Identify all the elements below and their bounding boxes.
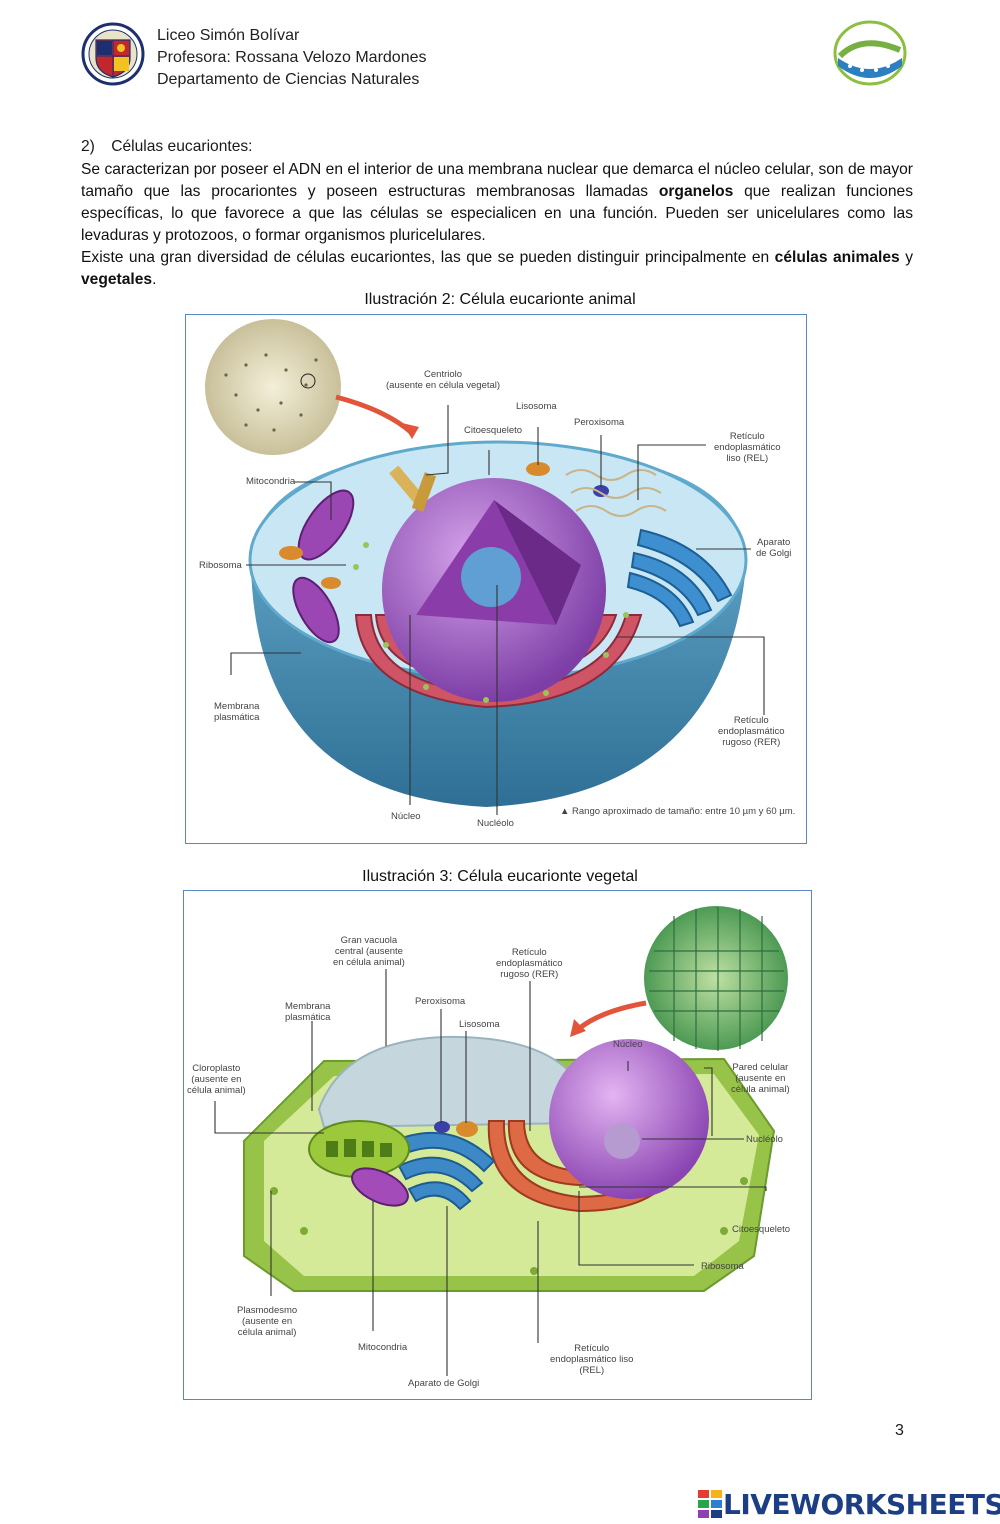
liveworksheets-text: LIVEWORKSHEETS: [723, 1487, 1000, 1521]
label-peroxisoma: Peroxisoma: [415, 996, 466, 1007]
figure2-caption: Ilustración 2: Célula eucarionte animal: [364, 291, 636, 308]
rel-mesh: [565, 469, 667, 517]
p2-bold-animales: células animales: [774, 249, 900, 266]
label-citoesqueleto: Citoesqueleto: [464, 425, 523, 436]
figure3-caption: Ilustración 3: Célula eucarionte vegetal: [362, 868, 638, 885]
peroxisome-shape: [434, 1121, 450, 1133]
lysosome-shape: [456, 1121, 478, 1137]
label-nucleo: Núcleo: [613, 1039, 643, 1050]
label-mitocondria: Mitocondria: [246, 476, 296, 487]
certification-seal-logo: [832, 20, 908, 86]
p1-text-b: que realizan funciones específicas, lo q…: [81, 183, 913, 244]
liveworksheets-watermark: LIVEWORKSHEETS: [697, 1486, 1000, 1522]
p1-text-a: Se caracterizan por poseer el ADN en el …: [81, 161, 913, 200]
nucleolus-shape: [604, 1123, 640, 1159]
mitochondrion-shape: [351, 1167, 409, 1207]
p2-text-end: .: [152, 271, 157, 288]
page-number: 3: [895, 1422, 904, 1439]
nucleolus-shape: [461, 547, 521, 607]
leaf-micrograph: [644, 906, 788, 1050]
p2-text-a: Existe una gran diversidad de células eu…: [81, 249, 775, 266]
nucleus-shape: [549, 1039, 709, 1199]
teacher-name: Profesora: Rossana Velozo Mardones: [157, 49, 427, 66]
label-lisosoma: Lisosoma: [516, 401, 557, 412]
peroxisome-shape: [593, 485, 609, 497]
section-number: 2): [81, 138, 95, 155]
mitochondrion-2: [292, 576, 340, 644]
p1-bold-organelos: organelos: [658, 183, 734, 200]
mitochondrion-1: [297, 489, 355, 561]
label-nucleo: Núcleo: [391, 811, 421, 822]
label-golgi: Aparato de Golgi: [408, 1378, 480, 1389]
label-centriolo: Centriolo(ausente en célula vegetal): [386, 369, 501, 391]
animal-cell-figure: Centriolo(ausente en célula vegetal) Lis…: [185, 314, 807, 844]
liveworksheets-logo-icon: [698, 1490, 722, 1518]
lysosome-shape: [526, 462, 550, 476]
department-name: Departamento de Ciencias Naturales: [157, 71, 420, 88]
label-nucleolo: Nucléolo: [477, 818, 514, 829]
p2-bold-vegetales: vegetales: [81, 271, 153, 288]
label-ribosoma: Ribosoma: [701, 1261, 744, 1272]
label-citoesqueleto: Citoesqueleto: [732, 1224, 791, 1235]
section-heading: 2) Células eucariontes:: [81, 138, 253, 156]
label-size-range: ▲ Rango aproximado de tamaño: entre 10 µ…: [560, 806, 796, 817]
tissue-micrograph: [205, 319, 341, 455]
animal-cell-illustration: [205, 319, 765, 815]
label-mitocondria: Mitocondria: [358, 1342, 408, 1353]
golgi-shape: [387, 1132, 496, 1211]
plant-cell-illustration: [214, 906, 788, 1376]
certification-seal-icon: [833, 20, 907, 86]
label-lisosoma: Lisosoma: [459, 1019, 500, 1030]
label-nucleolo: Nucléolo: [746, 1134, 783, 1145]
school-crest-logo: [80, 22, 146, 86]
paragraph-1: Se caracterizan por poseer el ADN en el …: [81, 159, 913, 247]
vacuole-shape: [317, 1035, 586, 1129]
p2-text-mid: y: [899, 249, 913, 266]
paragraph-2: Existe una gran diversidad de células eu…: [81, 247, 913, 291]
school-name: Liceo Simón Bolívar: [157, 27, 300, 44]
golgi-shape: [626, 528, 733, 628]
school-crest-icon: [81, 22, 145, 86]
section-title: Células eucariontes:: [111, 138, 253, 155]
label-ribosoma: Ribosoma: [199, 560, 242, 571]
label-peroxisoma: Peroxisoma: [574, 417, 625, 428]
